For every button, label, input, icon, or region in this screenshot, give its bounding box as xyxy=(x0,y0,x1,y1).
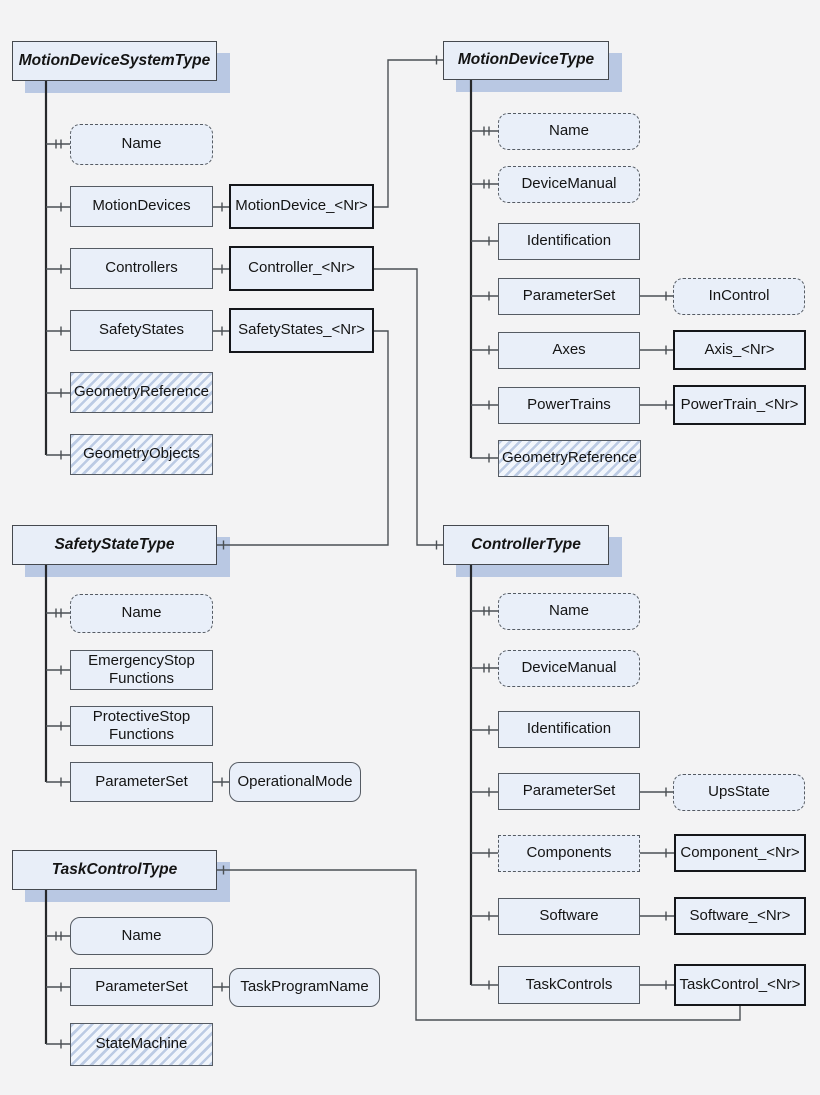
node-parameterset: ParameterSet xyxy=(70,762,213,802)
instance-powertrain-nr: PowerTrain_<Nr> xyxy=(673,385,806,425)
node-taskcontrols: TaskControls xyxy=(498,966,640,1004)
link-controller-to-controllertype xyxy=(374,268,443,550)
node-components: Components xyxy=(498,835,640,872)
node-powertrains: PowerTrains xyxy=(498,387,640,424)
node-taskprogramname: TaskProgramName xyxy=(229,968,380,1007)
branches-safetystatetype xyxy=(46,608,70,787)
type-header-task-control-type: TaskControlType xyxy=(12,850,217,890)
node-geometryreference: GeometryReference xyxy=(70,372,213,413)
node-name-property: Name xyxy=(70,594,213,633)
instance-software-nr: Software_<Nr> xyxy=(674,897,806,935)
instance-taskcontrol-nr: TaskControl_<Nr> xyxy=(674,964,806,1006)
link-motiondevice-to-motiondevicetype xyxy=(374,55,443,208)
links-controllertype-instances xyxy=(640,787,674,990)
node-controllers: Controllers xyxy=(70,248,213,289)
node-parameterset: ParameterSet xyxy=(498,278,640,315)
node-devicemanual: DeviceManual xyxy=(498,650,640,687)
instance-axis-nr: Axis_<Nr> xyxy=(673,330,806,370)
type-header-motion-device-system-type: MotionDeviceSystemType xyxy=(12,41,217,81)
branches-motiondevicetype xyxy=(471,126,498,463)
instance-motiondevice-nr: MotionDevice_<Nr> xyxy=(229,184,374,229)
node-name-property: Name xyxy=(70,124,213,165)
node-geometryreference: GeometryReference xyxy=(498,440,641,477)
node-statemachine: StateMachine xyxy=(70,1023,213,1066)
node-geometryobjects: GeometryObjects xyxy=(70,434,213,475)
node-motiondevices: MotionDevices xyxy=(70,186,213,227)
node-parameterset: ParameterSet xyxy=(498,773,640,810)
node-name-property: Name xyxy=(70,917,213,955)
links-motiondevicesystemtype-instances xyxy=(213,202,229,336)
node-safetystates: SafetyStates xyxy=(70,310,213,351)
node-name-property: Name xyxy=(498,113,640,150)
node-identification: Identification xyxy=(498,711,640,748)
links-motiondevicetype-instances xyxy=(640,291,673,410)
branches-motiondevicesystemtype xyxy=(46,139,70,460)
node-incontrol: InControl xyxy=(673,278,805,315)
node-devicemanual: DeviceManual xyxy=(498,166,640,203)
type-header-controller-type: ControllerType xyxy=(443,525,609,565)
node-software: Software xyxy=(498,898,640,935)
link-parameterset-operationalmode xyxy=(213,777,229,787)
node-operationalmode: OperationalMode xyxy=(229,762,361,802)
instance-controller-nr: Controller_<Nr> xyxy=(229,246,374,291)
node-upsstate: UpsState xyxy=(673,774,805,811)
node-name-property: Name xyxy=(498,593,640,630)
node-protectivestopfunctions: ProtectiveStop Functions xyxy=(70,706,213,746)
node-emergencystopfunctions: EmergencyStop Functions xyxy=(70,650,213,690)
node-parameterset: ParameterSet xyxy=(70,968,213,1006)
node-axes: Axes xyxy=(498,332,640,369)
link-parameterset-taskprogramname xyxy=(213,982,229,992)
instance-component-nr: Component_<Nr> xyxy=(674,834,806,872)
branches-controllertype xyxy=(471,606,498,990)
branches-taskcontroltype xyxy=(46,931,70,1049)
type-header-safety-state-type: SafetyStateType xyxy=(12,525,217,565)
type-header-motion-device-type: MotionDeviceType xyxy=(443,41,609,80)
link-safetystates-to-safetystatetype xyxy=(217,330,389,550)
node-identification: Identification xyxy=(498,223,640,260)
instance-safetystates-nr: SafetyStates_<Nr> xyxy=(229,308,374,353)
